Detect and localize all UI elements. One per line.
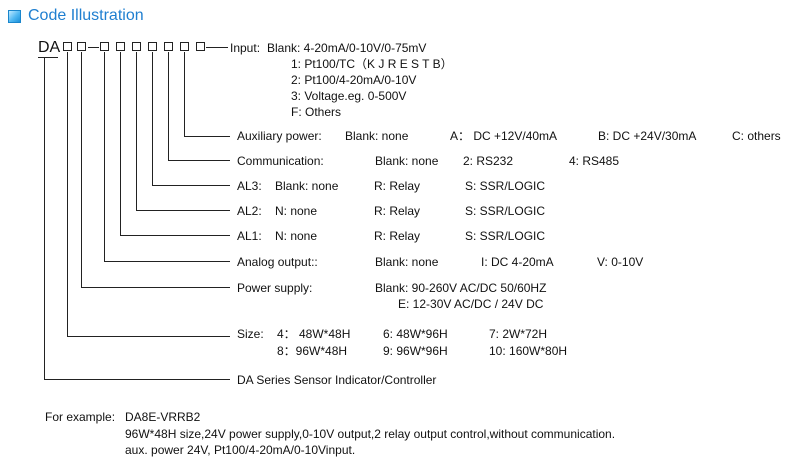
example-description: 96W*48H size,24V power supply,0-10V outp… <box>125 427 616 441</box>
code-box-al2 <box>132 42 141 51</box>
line-aux <box>184 52 230 137</box>
example-label: For example: <box>45 410 116 424</box>
line-analog <box>104 52 230 262</box>
al3-option: Blank: none <box>275 179 339 193</box>
line-al3 <box>152 52 230 186</box>
aux-option: Blank: none <box>345 129 409 143</box>
comm-label: Communication: <box>237 154 324 168</box>
analog-option: I: DC 4-20mA <box>481 255 554 269</box>
power-label: Power supply: <box>237 281 313 295</box>
power-option: E: 12-30V AC/DC / 24V DC <box>398 297 544 311</box>
line-al1 <box>120 52 230 236</box>
comm-option: 2: RS232 <box>463 154 514 168</box>
size-option: 7: 2W*72H <box>489 327 548 341</box>
al1-option: R: Relay <box>374 229 421 243</box>
al3-option: S: SSR/LOGIC <box>465 179 546 193</box>
code-box-power <box>77 42 86 51</box>
aux-option: C: others <box>732 129 781 143</box>
aux-option: B: DC +24V/30mA <box>598 129 697 143</box>
aux-option: A： DC +12V/40mA <box>450 129 558 143</box>
size-option: 8：96W*48H <box>277 344 348 358</box>
size-option: 9: 96W*96H <box>383 344 448 358</box>
size-option: 6: 48W*96H <box>383 327 448 341</box>
aux-label: Auxiliary power: <box>237 129 322 143</box>
line-comm <box>168 52 230 161</box>
input-option: Blank: 4-20mA/0-10V/0-75mV <box>267 41 427 55</box>
line-size <box>67 52 230 337</box>
section-header: Code Illustration <box>8 5 144 27</box>
square-blue-icon <box>8 9 21 23</box>
al3-option: R: Relay <box>374 179 421 193</box>
input-option: F: Others <box>291 105 342 119</box>
input-option: 2: Pt100/4-20mA/0-10V <box>291 73 417 87</box>
line-series <box>44 58 230 380</box>
al1-option: S: SSR/LOGIC <box>465 229 546 243</box>
code-box-comm <box>164 42 173 51</box>
analog-option: Blank: none <box>375 255 439 269</box>
analog-option: V: 0-10V <box>597 255 644 269</box>
series-label: DA Series Sensor Indicator/Controller <box>237 373 437 387</box>
input-option: 1: Pt100/TC（K J R E S T B） <box>291 57 453 71</box>
code-box-input <box>196 42 205 51</box>
line-power <box>81 52 230 288</box>
section-title: Code Illustration <box>28 7 144 24</box>
example-code: DA8E-VRRB2 <box>125 410 201 424</box>
code-box-size <box>63 42 72 51</box>
size-option: 4： 48W*48H <box>277 327 351 341</box>
al2-option: R: Relay <box>374 204 421 218</box>
code-prefix: DA <box>38 39 61 56</box>
analog-label: Analog output:: <box>237 255 318 269</box>
code-box-al1 <box>116 42 125 51</box>
al2-label: AL2: <box>237 204 262 218</box>
power-option: Blank: 90-260V AC/DC 50/60HZ <box>375 281 547 295</box>
size-label: Size: <box>237 327 264 341</box>
example-description: aux. power 24V, Pt100/4-20mA/0-10Vinput. <box>125 443 356 457</box>
al2-option: S: SSR/LOGIC <box>465 204 546 218</box>
code-box-aux <box>180 42 189 51</box>
al2-option: N: none <box>275 204 318 218</box>
al1-label: AL1: <box>237 229 262 243</box>
line-al2 <box>136 52 230 211</box>
size-option: 10: 160W*80H <box>489 344 568 358</box>
comm-option: 4: RS485 <box>569 154 620 168</box>
input-option: 3: Voltage.eg. 0-500V <box>291 89 407 103</box>
al3-label: AL3: <box>237 179 262 193</box>
comm-option: Blank: none <box>375 154 439 168</box>
code-box-analog <box>100 42 109 51</box>
code-box-al3 <box>148 42 157 51</box>
input-label: Input: <box>230 41 261 55</box>
al1-option: N: none <box>275 229 318 243</box>
